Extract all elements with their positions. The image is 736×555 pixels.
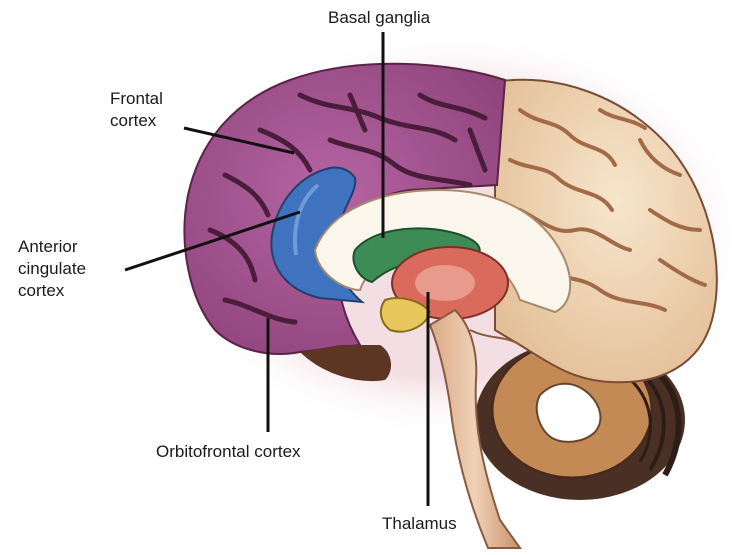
label-frontal-line-2: cortex [110, 110, 163, 132]
label-thalamus: Thalamus [382, 513, 457, 535]
label-orbitofrontal-cortex: Orbitofrontal cortex [156, 441, 301, 463]
label-frontal-line-1: Frontal [110, 88, 163, 110]
label-anterior-cingulate-cortex: Anterior cingulate cortex [18, 236, 86, 302]
label-acc-line-2: cingulate [18, 258, 86, 280]
anterior-cingulate-leader [125, 212, 300, 270]
label-acc-line-1: Anterior [18, 236, 86, 258]
label-frontal-cortex: Frontal cortex [110, 88, 163, 132]
label-basal-ganglia: Basal ganglia [328, 7, 430, 29]
label-acc-line-3: cortex [18, 280, 86, 302]
frontal-cortex-leader [184, 128, 294, 153]
